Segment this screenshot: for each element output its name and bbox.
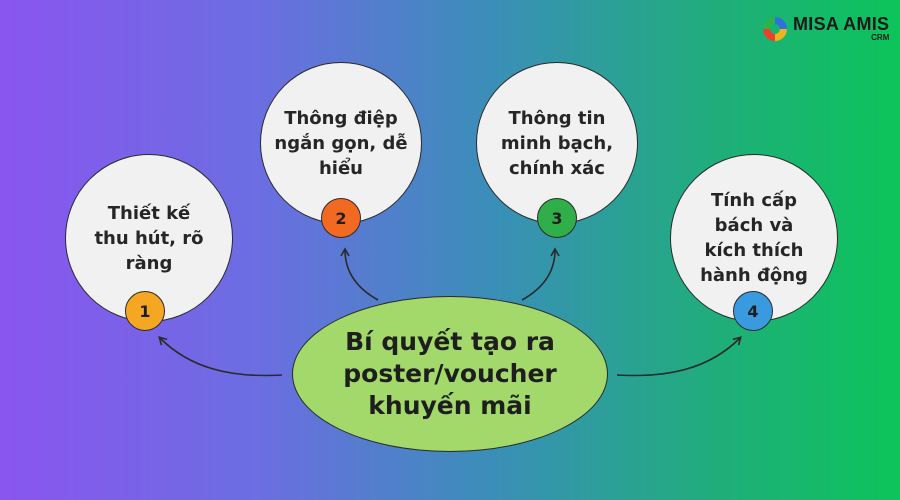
arrow-to-item-3	[521, 247, 560, 301]
item-2-number-badge: 2	[321, 198, 361, 238]
item-1-bubble: Thiết kế thu hút, rõ ràng	[65, 154, 233, 322]
arrow-to-item-1	[158, 336, 283, 377]
item-2-text: Thông điệp ngắn gọn, dễ hiểu	[274, 107, 408, 179]
center-topic-text: Bí quyết tạo ra poster/voucher khuyến mã…	[343, 327, 557, 420]
item-1-number-badge: 1	[125, 291, 165, 331]
logo-subtitle: CRM	[871, 33, 890, 42]
arrow-to-item-2	[340, 247, 379, 301]
item-4-text: Tính cấp bách và kích thích hành động	[700, 190, 808, 286]
item-3-number-badge: 3	[537, 198, 577, 238]
item-2-bubble: Thông điệp ngắn gọn, dễ hiểu	[260, 62, 422, 224]
logo-name: MISA AMIS	[793, 14, 890, 34]
item-1-number: 1	[139, 301, 151, 321]
item-4-number: 4	[747, 301, 759, 321]
item-1-text: Thiết kế thu hút, rõ ràng	[94, 202, 204, 274]
item-2-number: 2	[335, 208, 347, 228]
misa-amis-logo: MISA AMIS CRM	[760, 14, 889, 44]
item-3-number: 3	[551, 208, 563, 228]
item-4-number-badge: 4	[733, 291, 773, 331]
arrow-to-item-4	[616, 336, 742, 377]
item-3-text: Thông tin minh bạch, chính xác	[500, 107, 614, 179]
item-3-bubble: Thông tin minh bạch, chính xác	[476, 62, 638, 224]
item-4-bubble: Tính cấp bách và kích thích hành động	[670, 154, 838, 322]
center-topic-ellipse: Bí quyết tạo ra poster/voucher khuyến mã…	[292, 296, 608, 452]
logo-mark-icon	[763, 17, 787, 41]
